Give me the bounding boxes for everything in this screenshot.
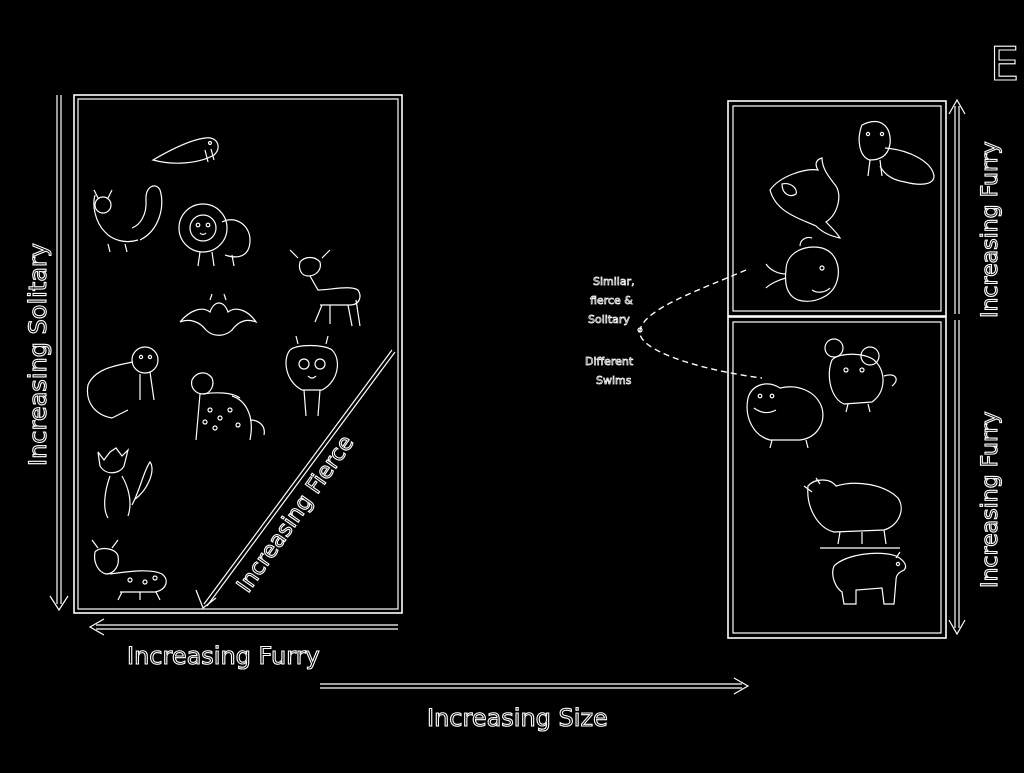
deer-icon [289, 249, 361, 327]
panel-letter: E [990, 37, 1019, 91]
bear-icon [832, 551, 907, 605]
solitary-axis-label: Increasing Solitary [24, 243, 52, 466]
upper-furry-axis-label: Increasing Furry [978, 141, 1003, 318]
right-panel: Increasing Furry Increasing Furry [727, 98, 1004, 639]
size-axis-label: Increasing Size [427, 704, 608, 732]
annotation-line2: fierce & [590, 294, 633, 307]
furry-axis-arrow-left [88, 618, 398, 636]
right-upper-frame-outer [727, 100, 947, 317]
lower-furry-axis-arrow [948, 320, 966, 636]
annotation-line1: Similar, [593, 275, 635, 288]
orca-icon [769, 157, 842, 239]
left-panel-frame-outer [73, 94, 403, 614]
squirrel-icon [93, 185, 163, 253]
fierce-axis-arrow [195, 349, 396, 609]
boar-icon [803, 477, 902, 549]
whale-icon [765, 236, 839, 302]
otter-icon [86, 346, 159, 419]
bat-icon [179, 293, 258, 336]
lynx-icon [91, 539, 167, 601]
annotation-line5: Swims [596, 374, 632, 387]
fierce-axis-label: Increasing Fierce [232, 431, 359, 597]
upper-furry-axis-arrow [948, 98, 966, 314]
size-axis-arrow [320, 677, 750, 695]
furry-axis-label-left: Increasing Furry [127, 642, 320, 670]
lower-furry-axis-label: Increasing Furry [978, 411, 1003, 588]
right-lower-frame-inner [732, 321, 942, 634]
left-panel: Increasing Solitary Increasing Furry Inc… [23, 94, 403, 671]
solitary-axis-arrow [49, 95, 69, 612]
giraffe-icon [285, 335, 339, 417]
cheetah-icon [191, 372, 265, 441]
walrus-icon-right [858, 121, 935, 185]
hippo-icon [746, 383, 824, 449]
lion-icon [178, 203, 251, 267]
walrus-icon [151, 137, 219, 164]
fox-icon [97, 447, 153, 519]
right-lower-frame-outer [727, 316, 947, 639]
annotation-connector [637, 269, 763, 379]
right-upper-frame-inner [732, 105, 942, 312]
annotation-line3: Solitary [588, 313, 630, 326]
left-panel-frame-inner [77, 98, 399, 610]
mouse-icon [824, 338, 897, 413]
annotation-line4: Different [585, 355, 634, 368]
